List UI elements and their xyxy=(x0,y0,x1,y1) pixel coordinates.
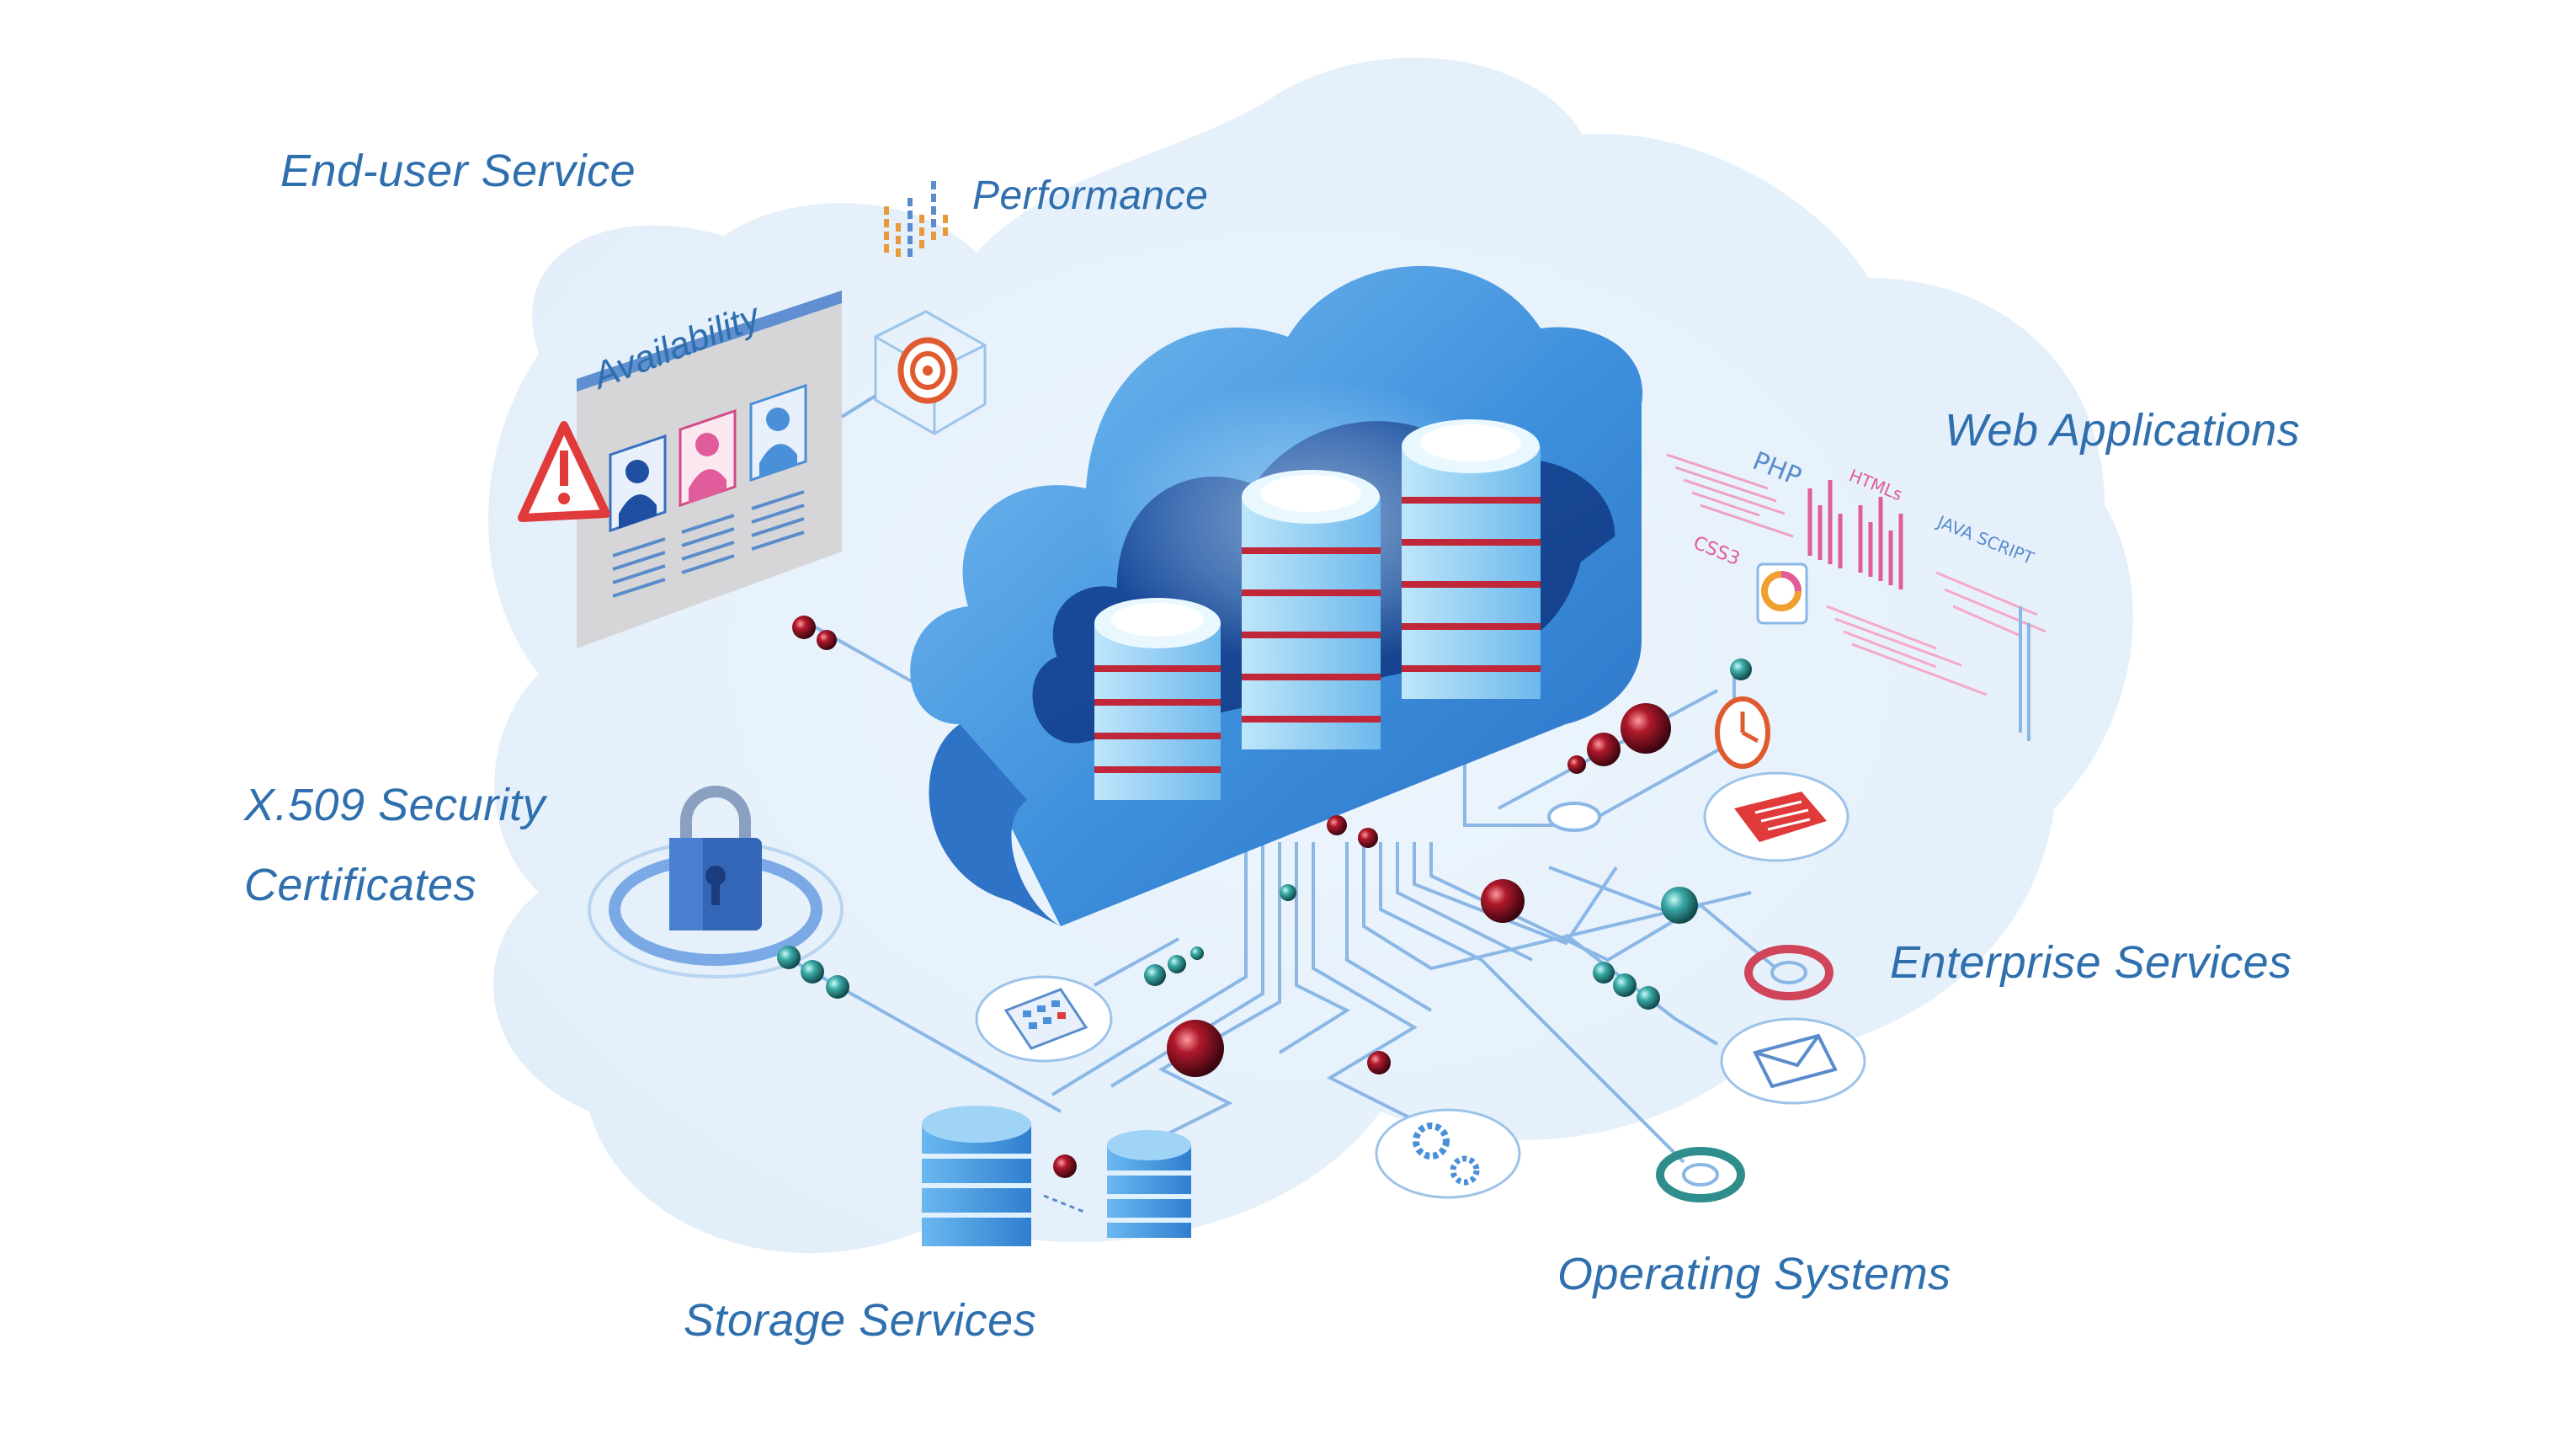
storage-server-large xyxy=(922,1106,1031,1246)
connection-lines xyxy=(790,621,1778,1164)
end-user-service-label: End-user Service xyxy=(280,146,636,196)
performance-label: Performance xyxy=(972,173,1209,218)
availability-panel xyxy=(577,291,842,648)
ring-icon-os xyxy=(1656,1147,1745,1202)
grid-app-icon xyxy=(975,975,1113,1063)
ring-icon-enterprise xyxy=(1744,945,1834,1000)
server-stack-left xyxy=(1094,598,1221,800)
document-icon xyxy=(1703,771,1850,862)
web-applications-label: Web Applications xyxy=(1945,405,2301,456)
profile-card xyxy=(749,383,807,483)
operating-systems-label: Operating Systems xyxy=(1557,1249,1951,1299)
storage-server-small xyxy=(1043,1130,1191,1238)
certificates-label: Certificates xyxy=(244,860,477,910)
storage-services-label: Storage Services xyxy=(684,1295,1037,1346)
server-stack-right xyxy=(1402,419,1541,699)
mail-icon xyxy=(1720,1017,1866,1105)
profile-card xyxy=(609,434,667,533)
node-ring xyxy=(1547,802,1601,832)
lock-icon xyxy=(588,786,844,978)
target-icon xyxy=(840,310,987,435)
text-lines xyxy=(612,490,805,598)
enterprise-services-label: Enterprise Services xyxy=(1890,937,2292,988)
profile-card xyxy=(679,408,737,508)
server-stack-middle xyxy=(1242,470,1381,749)
x509-security-label: X.509 Security xyxy=(244,780,546,830)
clock-icon xyxy=(1715,696,1770,769)
gears-icon xyxy=(1375,1108,1521,1199)
performance-chart-icon xyxy=(884,181,948,257)
warning-icon xyxy=(518,421,610,522)
network-nodes xyxy=(777,616,1752,1178)
